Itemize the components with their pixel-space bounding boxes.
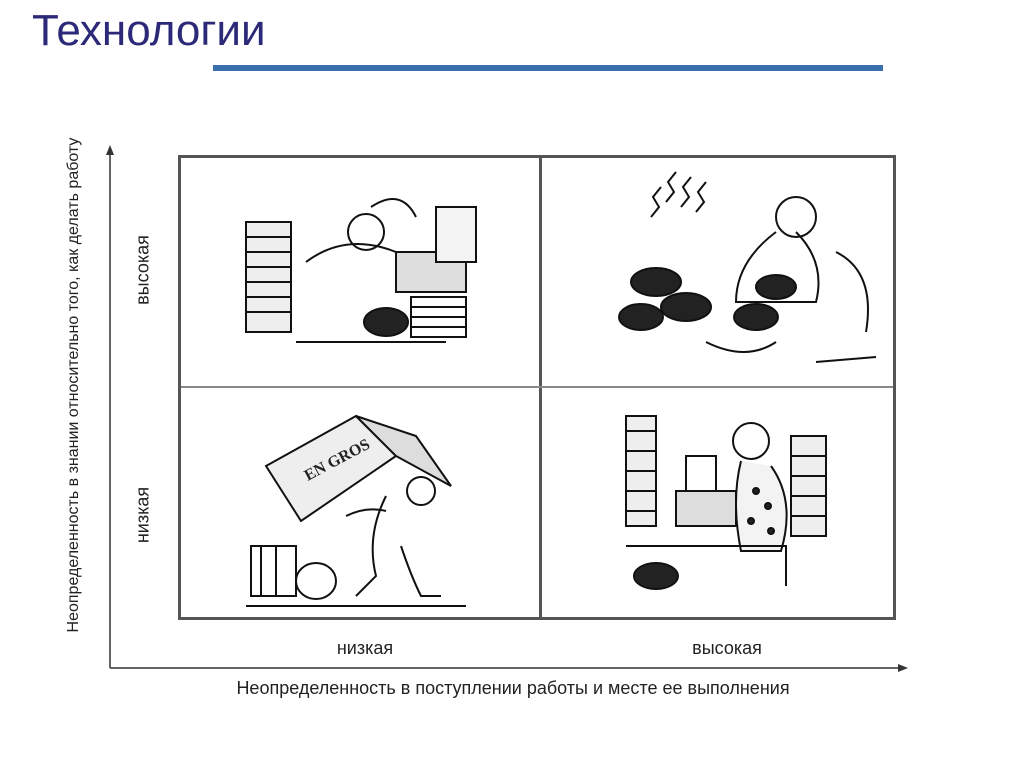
- man-buried-in-papers-illustration: [186, 162, 536, 382]
- man-with-many-phones-illustration: [546, 162, 896, 382]
- man-carrying-crate-illustration: EN GROS: [186, 396, 536, 616]
- y-axis-title: Неопределенность в знании относительно т…: [44, 95, 104, 675]
- x-label-low: низкая: [337, 638, 393, 659]
- x-label-high: высокая: [692, 638, 762, 659]
- grid-horizontal-divider: [181, 386, 893, 388]
- x-axis-title: Неопределенность в поступлении работы и …: [236, 678, 789, 699]
- matrix-grid: EN GROS: [178, 155, 896, 620]
- y-label-high: высокая: [133, 235, 154, 305]
- y-label-low: низкая: [133, 487, 154, 543]
- typist-woman-illustration: [546, 396, 896, 616]
- x-axis-arrow: [898, 664, 908, 672]
- y-axis-arrow: [106, 145, 114, 155]
